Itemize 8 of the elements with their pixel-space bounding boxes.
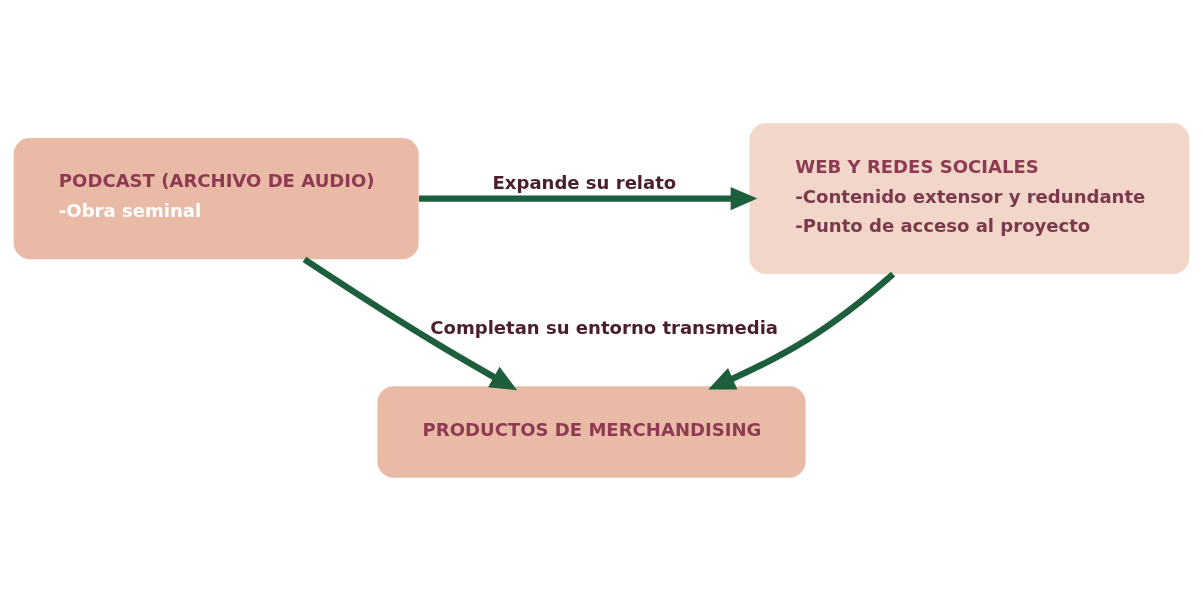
edge-label: Expande su relato: [492, 171, 677, 193]
arrow: [302, 256, 518, 391]
node-box: PRODUCTOS DE MERCHANDISING: [377, 386, 806, 478]
node-box: WEB Y REDES SOCIALES -Contenido extensor y redundante -Punto de acceso al proyecto: [749, 123, 1190, 275]
edge-label: Completan su entorno transmedia: [430, 316, 779, 338]
arrow: [708, 271, 896, 390]
arrow: [419, 186, 758, 211]
node-box: PODCAST (ARCHIVO DE AUDIO) -Obra seminal: [13, 138, 419, 260]
